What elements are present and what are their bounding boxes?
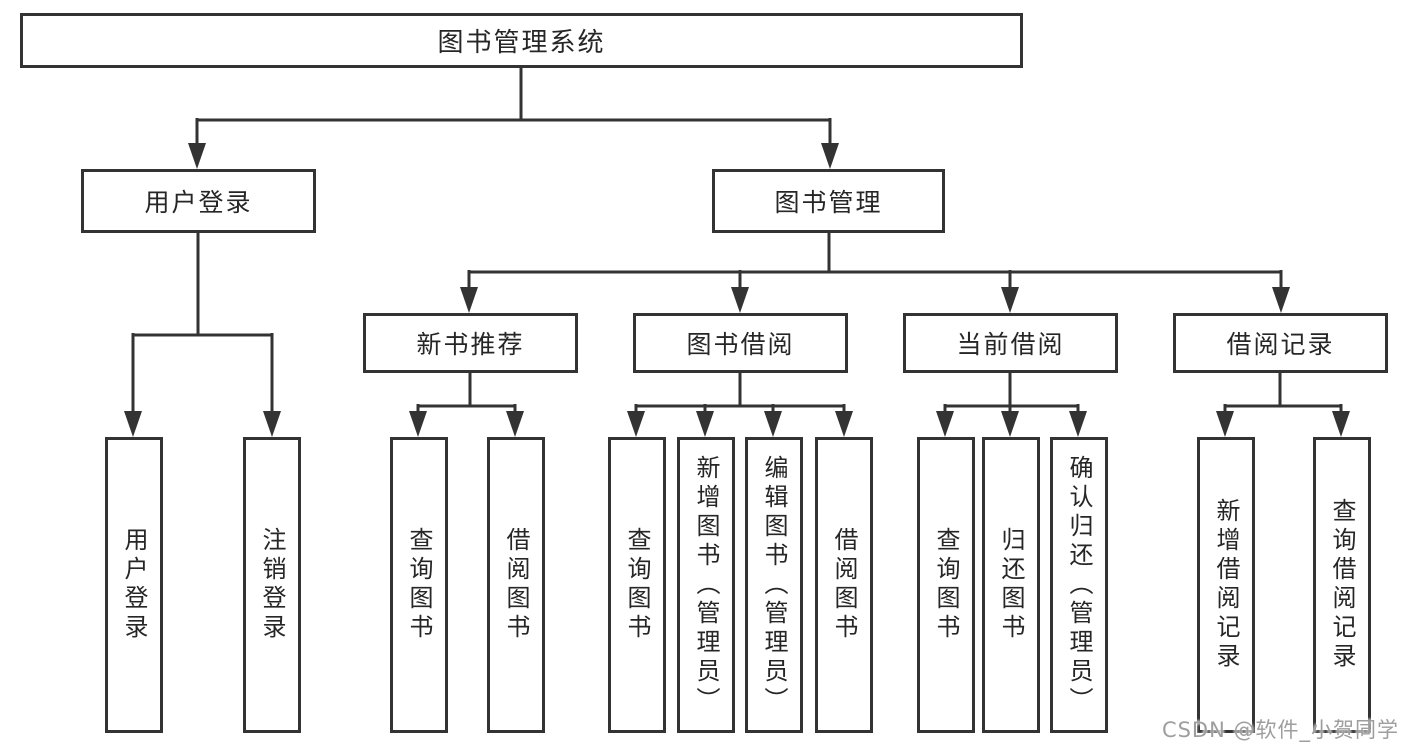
node-borrow-books-recommend: 借阅图书: [487, 437, 545, 733]
node-label: 编辑图书（管理员）: [760, 454, 788, 716]
node-new-book-recommend: 新书推荐: [363, 313, 578, 373]
node-label: 借阅图书: [830, 527, 858, 643]
connector-borrow-records-to-children: [1216, 371, 1350, 437]
connector-current-borrow-to-children: [936, 371, 1087, 437]
node-label: 查询图书: [623, 527, 651, 643]
node-confirm-return-admin: 确认归还（管理员）: [1050, 437, 1108, 733]
connector-new-book-recommend-to-children: [409, 371, 524, 437]
node-add-borrow-record: 新增借阅记录: [1197, 437, 1255, 733]
node-query-books-borrow: 查询图书: [608, 437, 666, 733]
node-user-login: 用户登录: [81, 169, 316, 233]
node-label: 图书借阅: [686, 330, 795, 359]
node-label: 查询借阅记录: [1328, 498, 1356, 672]
node-label: 用户登录: [120, 527, 148, 643]
node-borrow-books-leaf: 借阅图书: [815, 437, 873, 733]
node-borrow-records: 借阅记录: [1173, 313, 1388, 373]
node-label: 确认归还（管理员）: [1065, 454, 1093, 716]
node-label: 图书管理: [774, 188, 883, 217]
connector-root-to-level2: [188, 66, 839, 169]
node-label: 查询图书: [405, 527, 433, 643]
node-label: 用户登录: [144, 188, 253, 217]
node-logout-leaf: 注销登录: [243, 437, 301, 733]
connector-user-login-to-children: [124, 231, 281, 437]
node-label: 注销登录: [258, 527, 286, 643]
connector-book-borrow-to-children: [627, 371, 853, 437]
node-label: 借阅图书: [502, 527, 530, 643]
node-label: 新书推荐: [416, 330, 525, 359]
node-book-management: 图书管理: [712, 169, 945, 233]
node-label: 新增图书（管理员）: [692, 454, 720, 716]
node-label: 新增借阅记录: [1212, 498, 1240, 672]
node-query-borrow-record: 查询借阅记录: [1313, 437, 1371, 733]
node-current-borrow: 当前借阅: [903, 313, 1118, 373]
node-label: 当前借阅: [956, 330, 1065, 359]
node-edit-book-admin: 编辑图书（管理员）: [745, 437, 803, 733]
node-query-books-current: 查询图书: [917, 437, 975, 733]
node-query-books-recommend: 查询图书: [390, 437, 448, 733]
node-label: 图书管理系统: [437, 28, 606, 58]
node-label: 查询图书: [932, 527, 960, 643]
watermark: CSDN @软件_小贺同学: [1161, 718, 1399, 742]
connector-book-management-to-level3: [460, 231, 1290, 313]
node-add-book-admin: 新增图书（管理员）: [677, 437, 735, 733]
node-return-books: 归还图书: [982, 437, 1040, 733]
node-root: 图书管理系统: [20, 13, 1023, 68]
node-label: 归还图书: [997, 527, 1025, 643]
node-label: 借阅记录: [1226, 330, 1335, 359]
node-book-borrow: 图书借阅: [633, 313, 848, 373]
node-user-login-leaf: 用户登录: [105, 437, 163, 733]
